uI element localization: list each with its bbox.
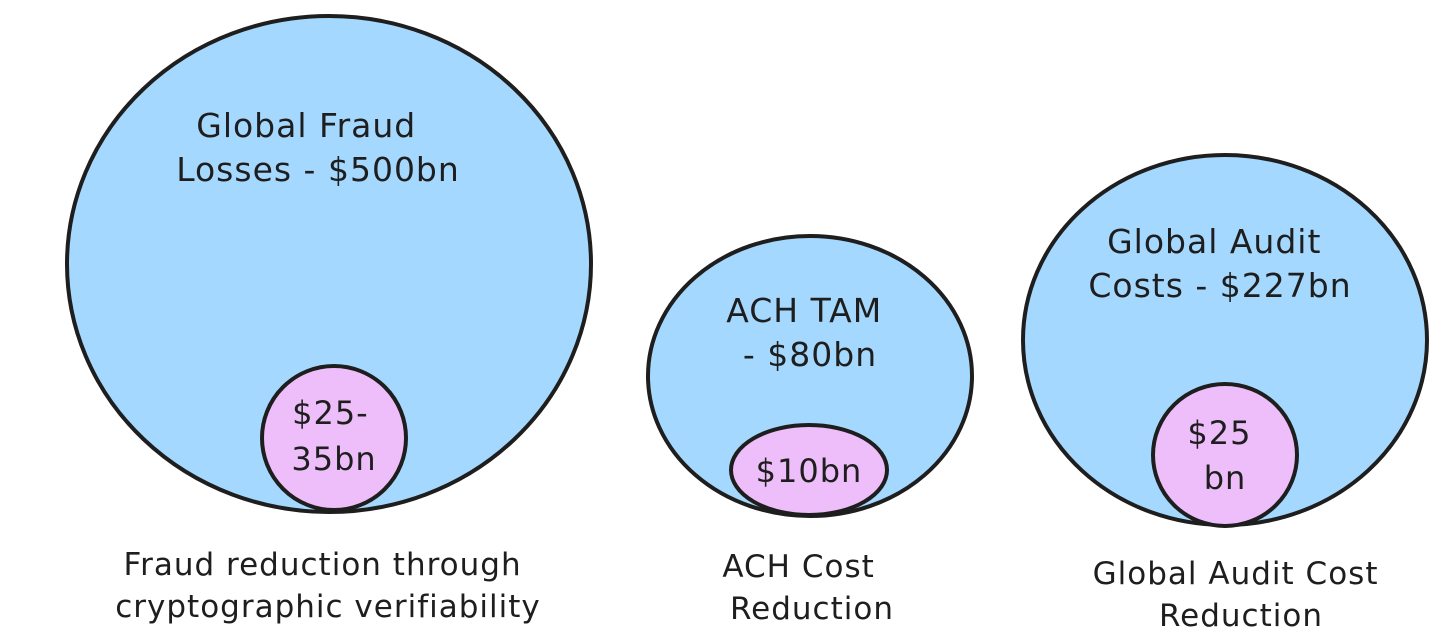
- fraud-reduction-value-line-2: 35bn: [291, 440, 376, 478]
- audit-reduction-value: $25 bn: [1187, 414, 1262, 497]
- ach-caption: ACH Cost Reduction: [722, 549, 894, 627]
- global-fraud-losses-circle: [65, 14, 593, 514]
- audit-caption-line-2: Reduction: [1159, 598, 1323, 634]
- ach-group: ACH TAM - $80bn $10bn ACH Cost Reduction: [646, 234, 974, 627]
- fraud-reduction-circle: [260, 364, 408, 512]
- fraud-group: Global Fraud Losses - $500bn $25- 35bn F…: [65, 14, 593, 625]
- ach-caption-line-2: Reduction: [730, 591, 894, 627]
- global-fraud-losses-label: Global Fraud Losses - $500bn: [176, 106, 460, 189]
- fraud-caption: Fraud reduction through cryptographic ve…: [115, 547, 541, 625]
- audit-caption-line-1: Global Audit Cost: [1093, 556, 1379, 592]
- ach-reduction-value: $10bn: [756, 452, 863, 490]
- fraud-caption-line-1: Fraud reduction through: [124, 547, 522, 583]
- global-fraud-losses-label-line-1: Global Fraud: [196, 106, 416, 145]
- fraud-reduction-value-line-1: $25-: [292, 394, 369, 432]
- fraud-caption-line-2: cryptographic verifiability: [115, 589, 541, 625]
- audit-reduction-circle: [1151, 382, 1299, 528]
- ach-tam-label-line-2: - $80bn: [743, 335, 877, 374]
- ach-tam-label-line-1: ACH TAM: [726, 291, 882, 330]
- global-fraud-losses-label-line-2: Losses - $500bn: [176, 150, 460, 189]
- audit-group: Global Audit Costs - $227bn $25 bn Globa…: [1021, 153, 1429, 634]
- global-audit-costs-label-line-1: Global Audit: [1107, 222, 1321, 261]
- audit-caption: Global Audit Cost Reduction: [1093, 556, 1390, 634]
- ach-reduction-circle: [729, 423, 889, 517]
- ach-caption-line-1: ACH Cost: [722, 549, 874, 585]
- ach-tam-label: ACH TAM - $80bn: [726, 291, 893, 374]
- global-audit-costs-label: Global Audit Costs - $227bn: [1088, 222, 1351, 305]
- audit-reduction-value-line-1: $25: [1187, 414, 1251, 452]
- audit-reduction-value-line-2: bn: [1204, 459, 1247, 497]
- global-audit-costs-label-line-2: Costs - $227bn: [1088, 266, 1351, 305]
- fraud-reduction-value: $25- 35bn: [291, 394, 380, 478]
